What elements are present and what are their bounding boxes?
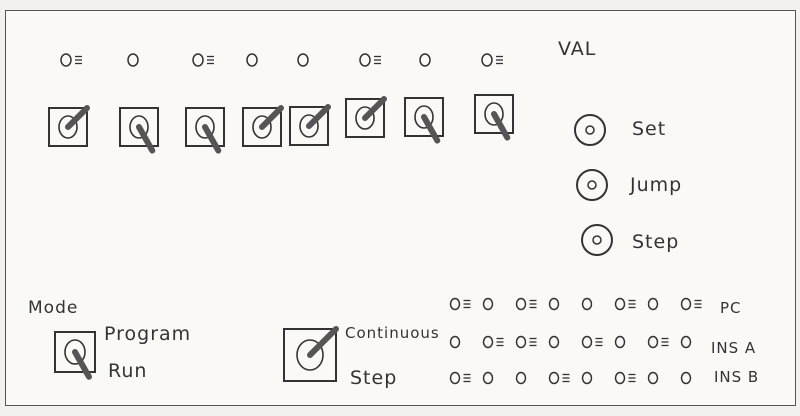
register-ins-a-led-1 xyxy=(449,335,461,349)
top-led-5 xyxy=(297,53,309,67)
jump-button[interactable] xyxy=(576,169,608,201)
jump-label: Jump xyxy=(630,174,683,196)
register-ins-a-led-7 xyxy=(647,335,669,349)
step-mode-label: Step xyxy=(350,367,398,389)
register-ins-a-led-4 xyxy=(548,335,560,349)
top-led-6 xyxy=(359,53,381,67)
register-pc-led-8 xyxy=(680,297,702,311)
register-ins-b-led-5 xyxy=(581,371,593,385)
step-button[interactable] xyxy=(581,224,613,256)
register-label-ins-a: INS A xyxy=(711,339,757,357)
register-ins-a-led-5 xyxy=(581,335,603,349)
register-pc-led-4 xyxy=(548,297,560,311)
register-pc-led-2 xyxy=(482,297,494,311)
register-ins-a-led-2 xyxy=(482,335,504,349)
register-pc-led-5 xyxy=(581,297,593,311)
register-pc-led-3 xyxy=(515,297,537,311)
top-led-8 xyxy=(481,53,503,67)
top-led-7 xyxy=(419,53,431,67)
register-pc-led-7 xyxy=(647,297,659,311)
register-ins-b-led-3 xyxy=(515,371,527,385)
continuous-step-switch[interactable] xyxy=(283,326,339,382)
set-label: Set xyxy=(632,118,667,140)
set-button[interactable] xyxy=(574,114,606,146)
register-pc-led-6 xyxy=(614,297,636,311)
register-ins-a-led-8 xyxy=(680,335,692,349)
register-label-ins-b: INS B xyxy=(714,368,760,386)
top-led-4 xyxy=(246,53,258,67)
data-switch-8[interactable] xyxy=(474,94,514,141)
register-ins-b-led-6 xyxy=(614,371,636,385)
data-switch-4[interactable] xyxy=(242,105,284,147)
register-ins-b-led-7 xyxy=(647,371,659,385)
val-label: VAL xyxy=(558,38,597,60)
register-ins-b-led-4 xyxy=(548,371,570,385)
data-switch-6[interactable] xyxy=(345,96,387,138)
register-pc-led-1 xyxy=(449,297,471,311)
mode-switch[interactable] xyxy=(54,331,96,380)
continuous-label: Continuous xyxy=(345,324,440,342)
register-ins-b-led-2 xyxy=(482,371,494,385)
data-switch-2[interactable] xyxy=(119,107,159,154)
register-ins-a-led-3 xyxy=(515,335,537,349)
data-switch-5[interactable] xyxy=(289,104,331,146)
register-label-pc: PC xyxy=(720,299,742,317)
program-label: Program xyxy=(104,323,192,345)
top-led-1 xyxy=(60,53,82,67)
mode-label: Mode xyxy=(28,298,79,318)
register-ins-a-led-6 xyxy=(614,335,626,349)
data-switch-7[interactable] xyxy=(404,97,444,144)
panel-sheet xyxy=(5,10,796,406)
register-ins-b-led-8 xyxy=(680,371,692,385)
data-switch-3[interactable] xyxy=(185,107,225,154)
top-led-3 xyxy=(192,53,214,67)
top-led-2 xyxy=(127,53,139,67)
data-switch-1[interactable] xyxy=(48,105,90,147)
step-button-label: Step xyxy=(632,231,680,253)
run-label: Run xyxy=(108,360,148,382)
register-ins-b-led-1 xyxy=(449,371,471,385)
